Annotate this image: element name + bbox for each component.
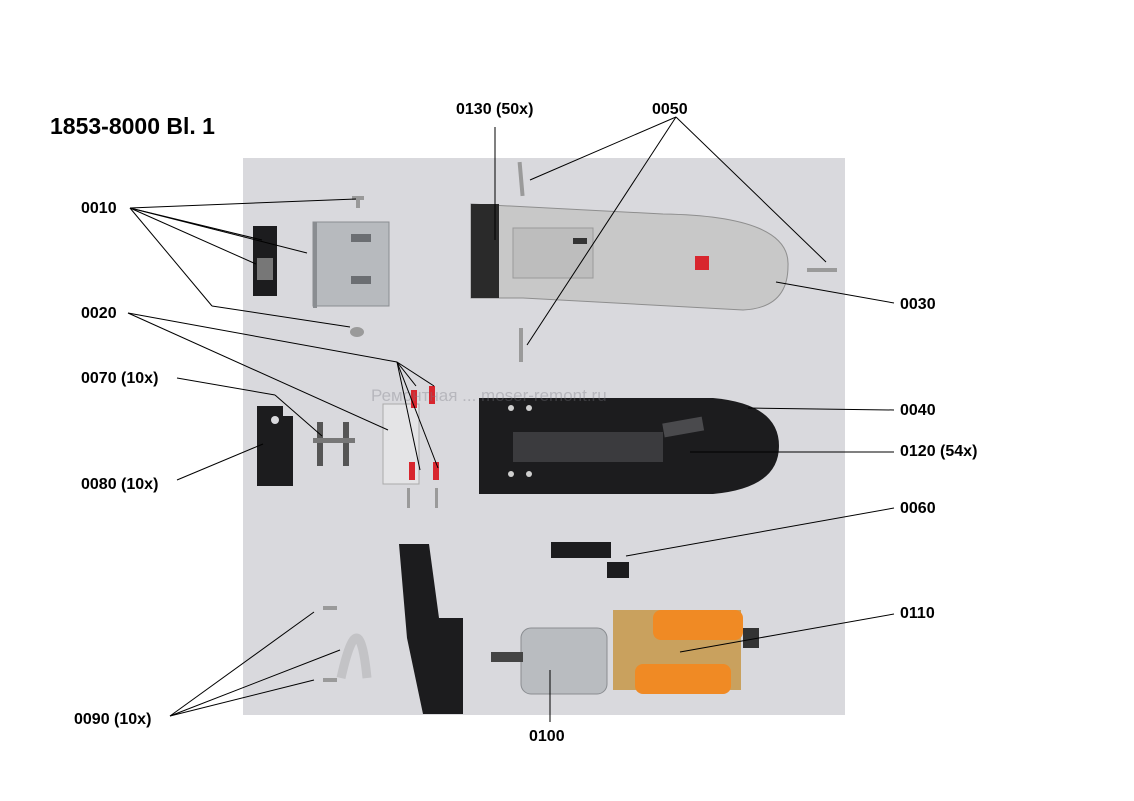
- callout-0020: 0020: [81, 305, 117, 322]
- callout-0110: 0110: [900, 605, 935, 622]
- blade-screw-top: [352, 196, 364, 208]
- callout-0060: 0060: [900, 500, 936, 517]
- blade-screw-bottom: [350, 327, 364, 337]
- callout-0030: 0030: [900, 296, 936, 313]
- watermark: Ремонтная ... moser-remont.ru: [371, 386, 607, 405]
- housing-screws: [517, 161, 837, 362]
- callout-0010: 0010: [81, 200, 117, 217]
- motor-bracket: [323, 606, 372, 682]
- upper-housing: [470, 203, 789, 311]
- sheet-title: 1853-8000 Bl. 1: [50, 113, 215, 139]
- callout-0050: 0050: [652, 101, 688, 118]
- parts-photo: Ремонтная ... moser-remont.ru: [243, 158, 845, 715]
- lower-housing: [479, 398, 779, 494]
- callout-0080: 0080 (10x): [81, 476, 159, 493]
- cover-plate: [399, 544, 463, 714]
- hinge-spring: [313, 422, 355, 466]
- callout-0100: 0100: [529, 728, 565, 745]
- callout-0130: 0130 (50x): [456, 101, 534, 118]
- callout-0120: 0120 (54x): [900, 443, 978, 460]
- callout-0070: 0070 (10x): [81, 370, 159, 387]
- contact-plates: [382, 386, 439, 508]
- hinge-plate: [257, 406, 293, 486]
- callout-0090: 0090 (10x): [74, 711, 152, 728]
- callout-0040: 0040: [900, 402, 936, 419]
- blade-set: [253, 221, 390, 308]
- motor: [491, 627, 608, 695]
- switch-slider: [551, 542, 629, 578]
- battery-pack: [613, 610, 759, 694]
- parts-drawing: [253, 161, 837, 714]
